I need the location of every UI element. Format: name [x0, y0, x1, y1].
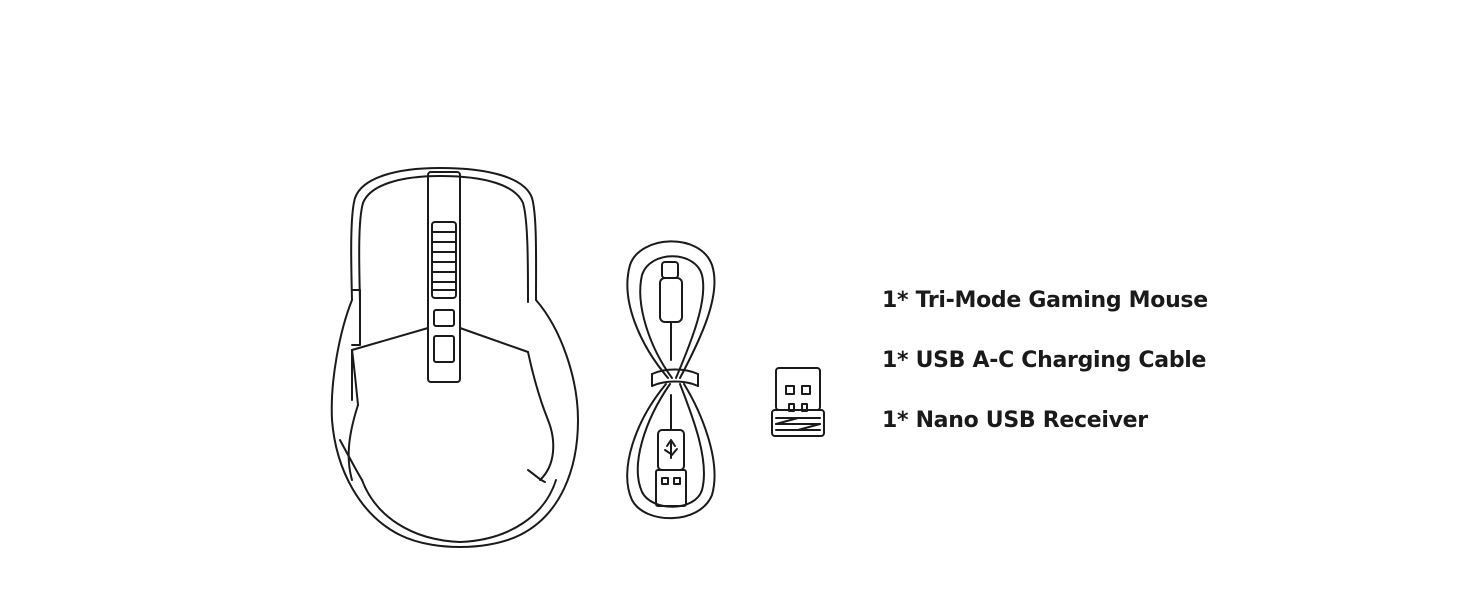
mouse-icon	[330, 167, 579, 548]
usb-cable-icon	[626, 240, 716, 520]
contents-list: 1* Tri-Mode Gaming Mouse 1* USB A-C Char…	[882, 284, 1208, 464]
usb-receiver-icon	[771, 367, 825, 437]
contents-item-cable: 1* USB A-C Charging Cable	[882, 348, 1207, 373]
contents-item-receiver: 1* Nano USB Receiver	[882, 408, 1148, 433]
contents-item-mouse: 1* Tri-Mode Gaming Mouse	[882, 288, 1208, 313]
